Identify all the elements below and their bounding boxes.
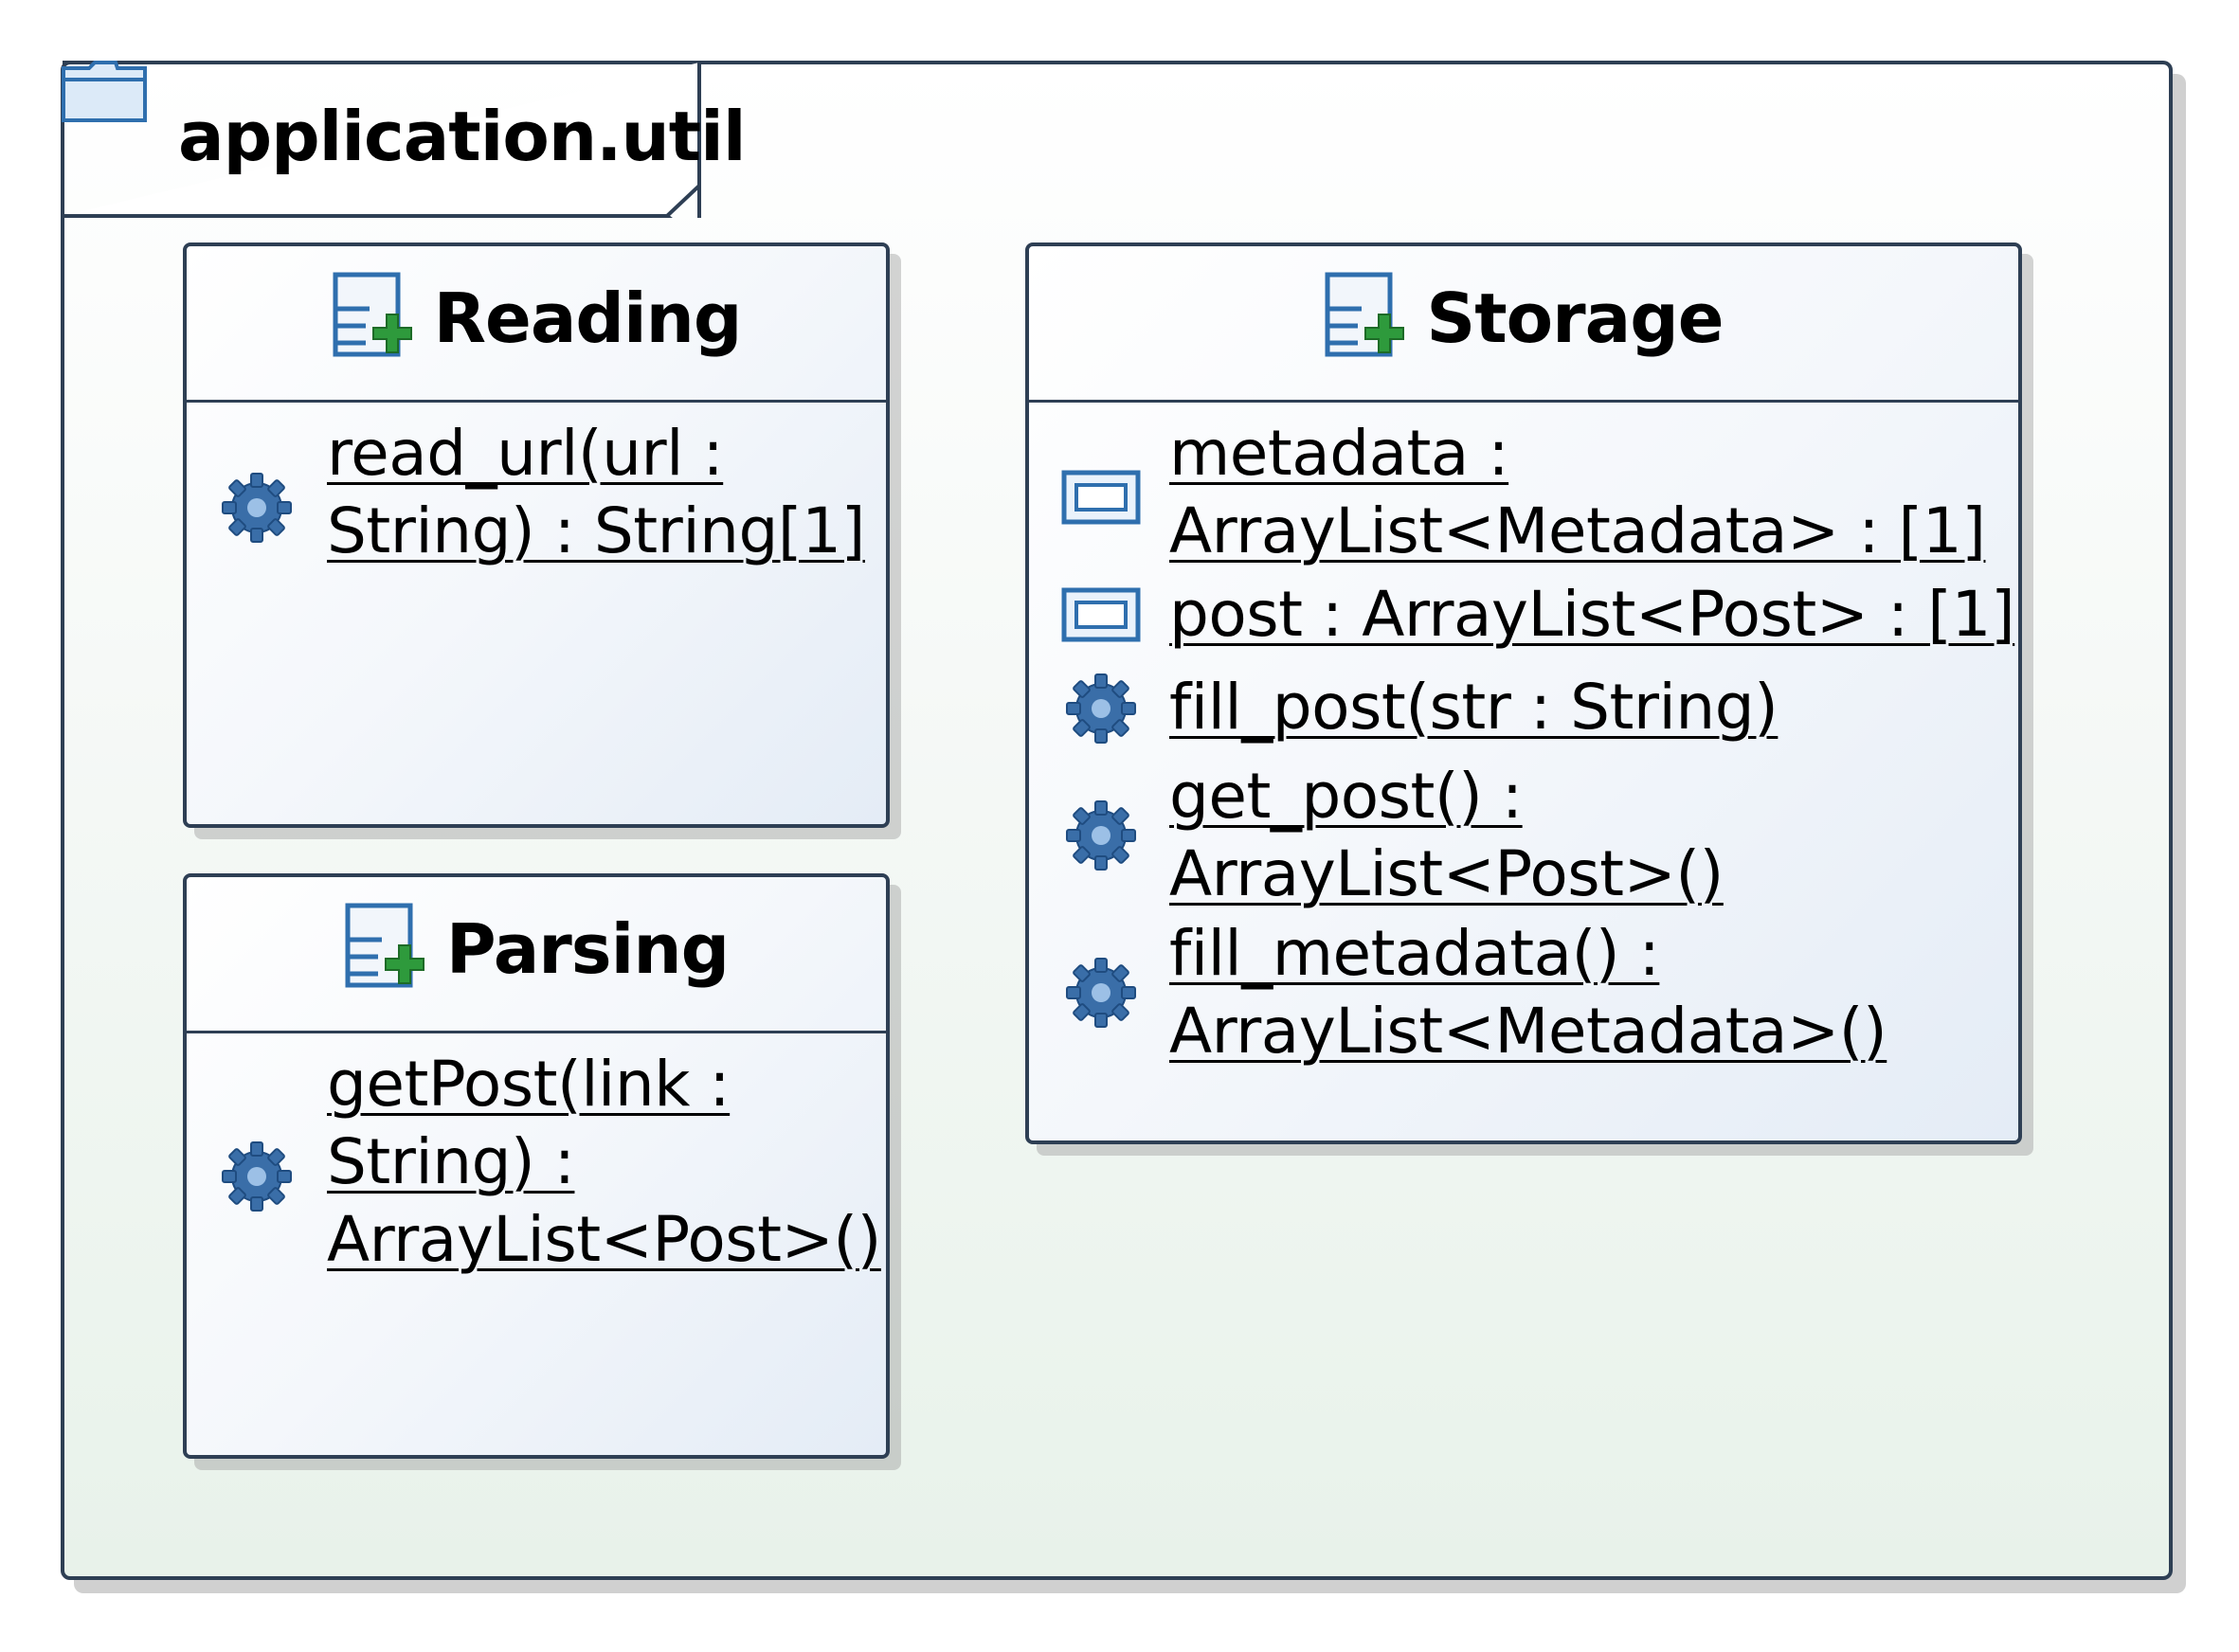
attribute-line: ArrayList<Metadata> : [1] [1169, 494, 1986, 567]
class-name: Parsing [445, 909, 730, 989]
attribute-icon [1061, 587, 1141, 642]
gear-icon [1066, 673, 1136, 744]
package-tab-outline [63, 61, 701, 218]
attribute-icon [1061, 470, 1141, 525]
attribute-line: metadata : [1169, 417, 1509, 490]
gear-icon [222, 1141, 292, 1212]
operation-line: ArrayList<Metadata>() [1169, 995, 1887, 1068]
operation-line: ArrayList<Post>() [1169, 837, 1724, 910]
class-name: Reading [433, 278, 743, 358]
folder-icon [62, 61, 147, 122]
package-title: application.util [178, 97, 746, 176]
operation-line: String) : String[1] [327, 494, 865, 567]
gear-icon [1066, 958, 1136, 1028]
class-icon [333, 272, 412, 357]
class-storage[interactable]: Storage metadata : ArrayList<Metadata> :… [1025, 242, 2022, 1144]
operation-line: read_url(url : [327, 417, 724, 490]
gear-icon [222, 473, 292, 543]
operation-line: fill_metadata() : [1169, 917, 1660, 990]
operation-line: getPost(link : [327, 1048, 731, 1121]
class-parsing[interactable]: Parsing getPost(link : String) : ArrayLi… [183, 873, 890, 1459]
package-tab: application.util [61, 61, 746, 218]
class-header: Reading [187, 246, 886, 403]
operation-line: get_post() : [1169, 760, 1523, 833]
operation-line: fill_post(str : String) [1169, 671, 1779, 744]
class-icon [345, 903, 424, 988]
class-reading[interactable]: Reading read_url(url : String) : String[… [183, 242, 890, 828]
class-name: Storage [1426, 278, 1724, 358]
class-icon [1325, 272, 1405, 357]
operation-line: String) : [327, 1125, 575, 1198]
gear-icon [1066, 800, 1136, 871]
attribute-line: post : ArrayList<Post> : [1] [1169, 578, 2015, 651]
class-header: Parsing [187, 877, 886, 1033]
class-header: Storage [1029, 246, 2018, 403]
operation-line: ArrayList<Post>() [327, 1203, 881, 1276]
